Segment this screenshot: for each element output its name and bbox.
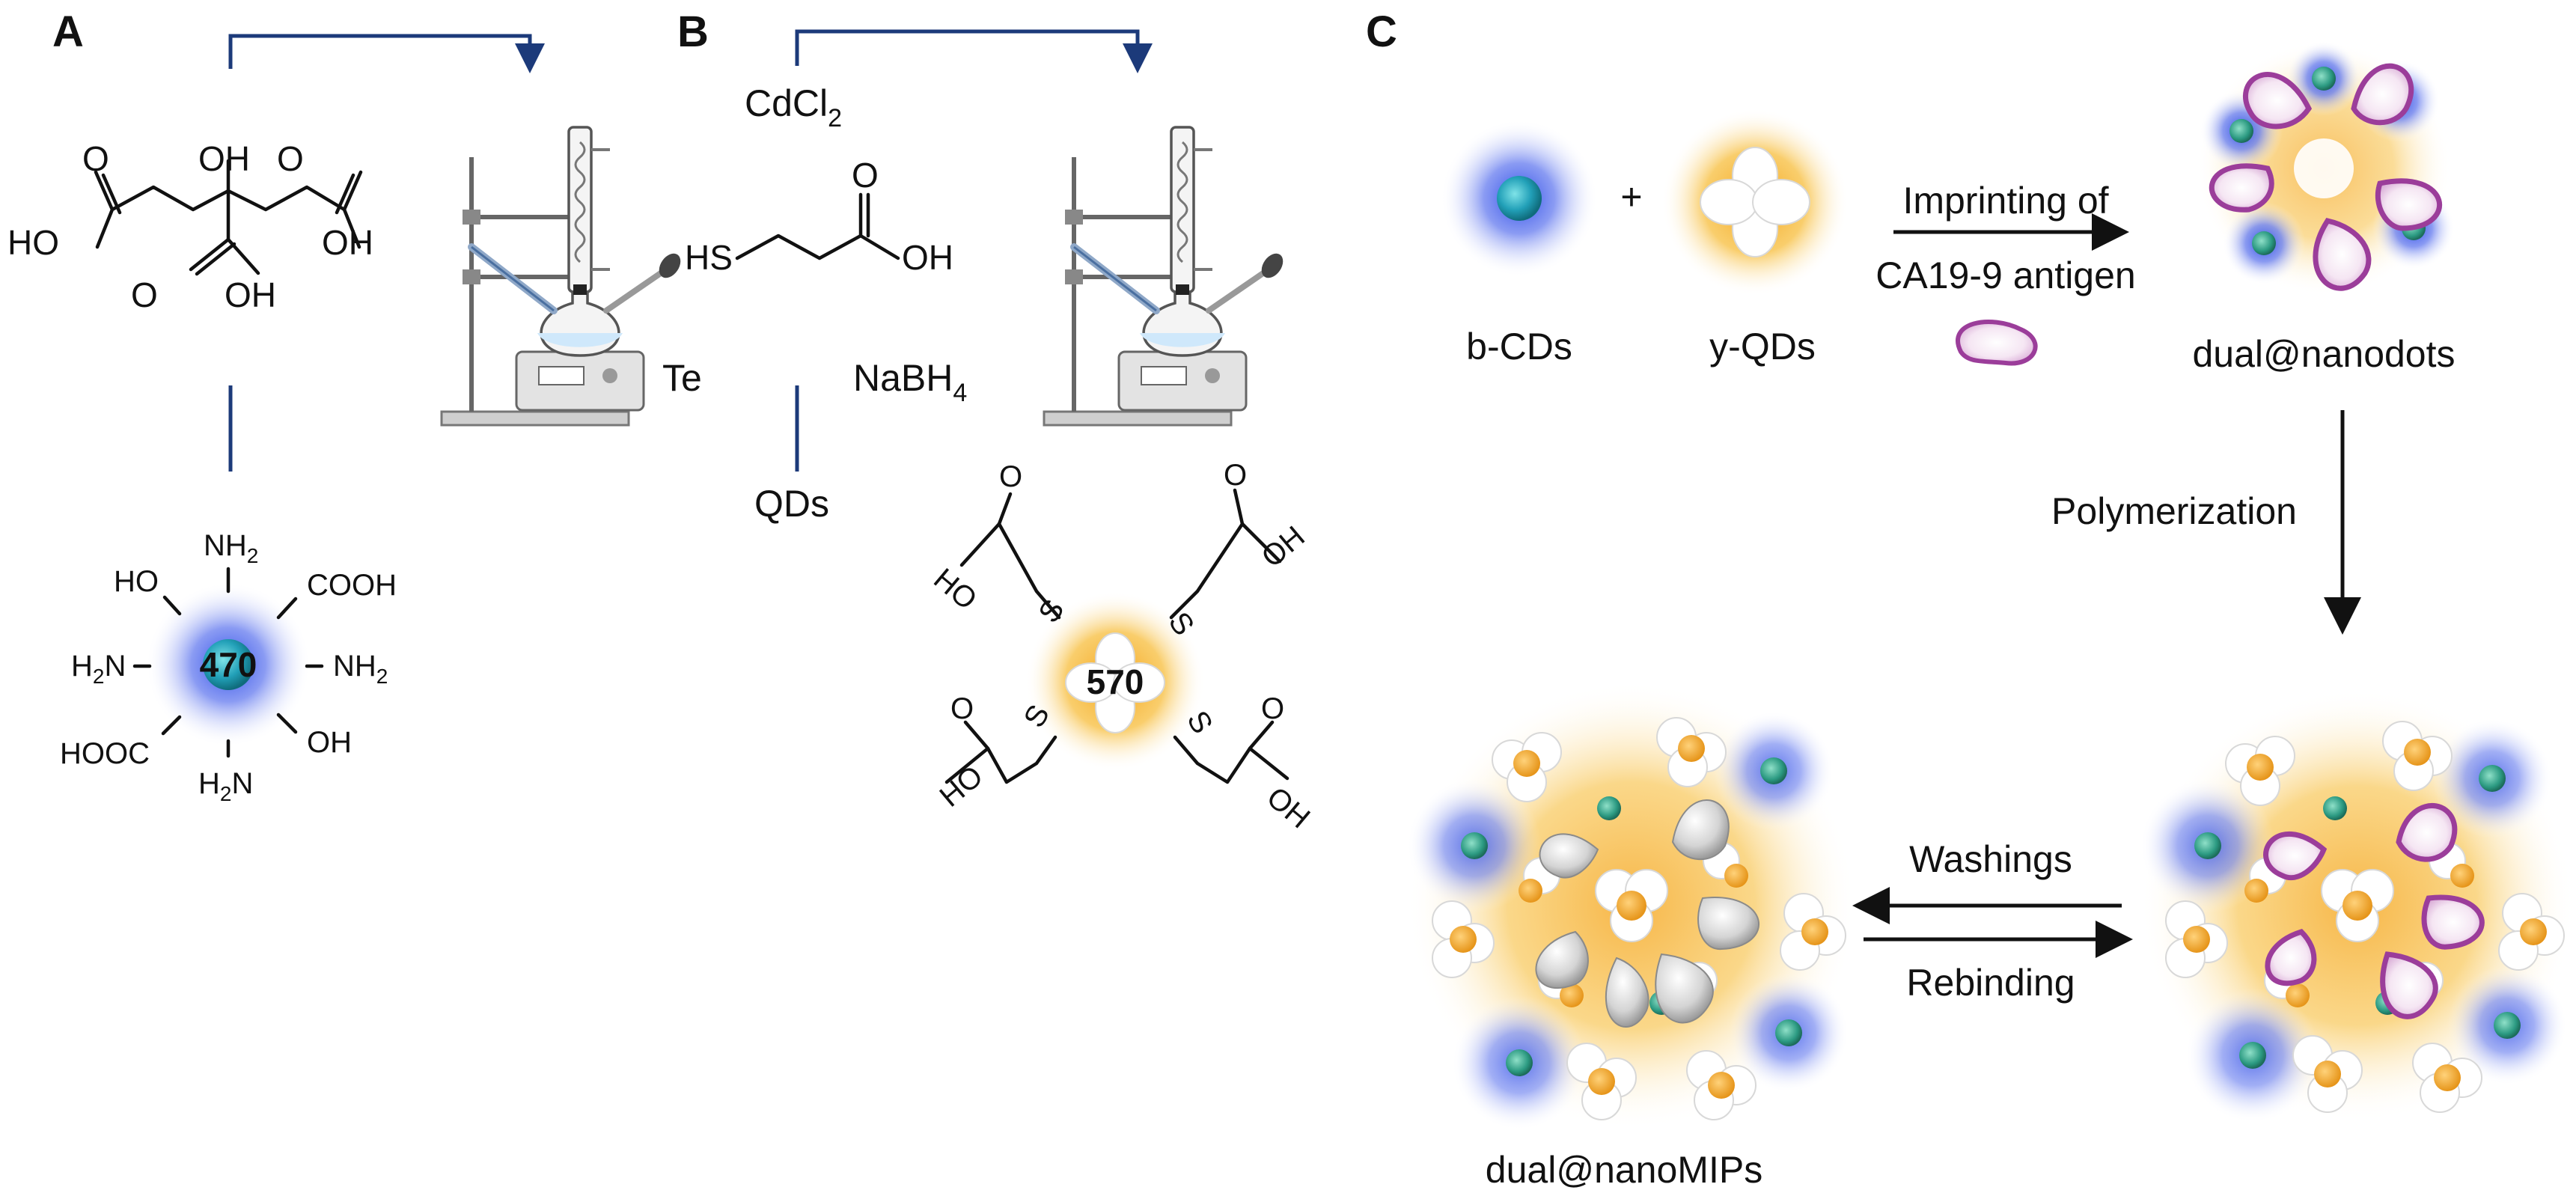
cd-nh2-top: NH xyxy=(204,529,247,562)
carbon-dot-core xyxy=(203,639,254,690)
panel-c-letter: C xyxy=(1366,7,1397,56)
qd-core-label: 570 xyxy=(1087,662,1144,701)
nabh4-label: NaBH4 xyxy=(853,357,967,407)
dual-nanodots-label: dual@nanodots xyxy=(2192,333,2455,375)
qd-core-shape xyxy=(1065,632,1165,733)
dual-nanodots-particle xyxy=(2197,41,2455,296)
panel-a-letter: A xyxy=(52,7,84,56)
cd-hooc-bl: HOOC xyxy=(60,737,150,770)
panel-b-letter: B xyxy=(677,7,709,56)
svg-text:NH2: NH2 xyxy=(204,529,258,567)
antigen-templates xyxy=(2263,802,2485,1019)
quantum-dot-570: 570 S S S S HO O OH O HO O OH O xyxy=(927,459,1316,835)
citric-o-left: O xyxy=(82,139,109,178)
svg-text:H2N: H2N xyxy=(198,767,253,805)
te-label: Te xyxy=(662,357,702,399)
citric-oh-right: OH xyxy=(322,223,373,262)
citric-o-bottom: O xyxy=(131,275,158,314)
b-cd-particle xyxy=(1441,120,1598,277)
cd-h2n-bottom-n: N xyxy=(231,767,253,800)
imprinting-label-line2: CA19-9 antigen xyxy=(1875,254,2135,296)
cd-nh2-right: NH xyxy=(333,650,376,683)
cd-h2n-left-h: H xyxy=(71,650,93,683)
cdcl2-sub: 2 xyxy=(828,104,842,132)
cd-ho-tl: HO xyxy=(114,565,159,598)
dual-nanomips-particle xyxy=(1407,681,1856,1130)
rebinding-label: Rebinding xyxy=(1906,962,2075,1004)
y-qds-label: y-QDs xyxy=(1709,326,1816,367)
y-qd-particle xyxy=(1661,109,1849,296)
citric-acid-structure: OH O HO O OH O OH xyxy=(7,139,373,314)
cdcl2-main: CdCl xyxy=(745,82,828,124)
qd-ho-tl: HO xyxy=(927,562,983,616)
cd-nh2-top-sub: 2 xyxy=(247,544,259,567)
panel-a-bracket-arrow xyxy=(228,34,545,73)
b-cd-core xyxy=(1497,176,1542,221)
cd-h2n-bottom-sub: 2 xyxy=(220,782,232,805)
nabh4-sub: 4 xyxy=(953,379,967,407)
citric-o-right: O xyxy=(277,139,304,178)
mpa-structure: HS O OH xyxy=(685,156,953,277)
qd-oh-br: OH xyxy=(1260,781,1316,835)
imprinted-particle-with-antigen xyxy=(2140,689,2575,1123)
nabh4-main: NaBH xyxy=(853,357,953,399)
citric-ho-left: HO xyxy=(7,223,59,262)
qd-ho-bl: HO xyxy=(934,760,989,814)
cd-oh-br: OH xyxy=(307,726,352,759)
plus-sign: + xyxy=(1620,176,1642,218)
cd-h2n-left-sub: 2 xyxy=(93,665,105,688)
svg-text:H2N: H2N xyxy=(71,650,126,688)
svg-text:NH2: NH2 xyxy=(333,650,388,688)
dual-nanomips-label: dual@nanoMIPs xyxy=(1486,1149,1762,1191)
cdcl2-label: CdCl2 xyxy=(745,82,842,132)
empty-cavities xyxy=(1535,799,1760,1028)
citric-oh-top: OH xyxy=(198,139,250,178)
reflux-apparatus-a-icon xyxy=(442,127,685,425)
mpa-hs: HS xyxy=(685,238,733,277)
qd-o-bl: O xyxy=(950,692,974,725)
qd-o-br: O xyxy=(1261,692,1284,725)
washings-label: Washings xyxy=(1909,838,2072,880)
imprinting-label-line1: Imprinting of xyxy=(1902,180,2108,222)
polymerization-label: Polymerization xyxy=(2051,490,2297,532)
qd-o-tr: O xyxy=(1224,459,1247,492)
cd-cooh-tr: COOH xyxy=(307,569,397,602)
panel-b-bracket-arrow xyxy=(795,29,1153,73)
mpa-oh: OH xyxy=(902,238,953,277)
cd-nh2-right-sub: 2 xyxy=(376,665,388,688)
b-cds-label: b-CDs xyxy=(1466,326,1572,367)
qds-label: QDs xyxy=(754,483,829,525)
reflux-apparatus-b-icon xyxy=(1044,127,1287,425)
qd-oh-tr: OH xyxy=(1256,520,1311,574)
cd-h2n-left-n: N xyxy=(104,650,126,683)
carbon-dot-label: 470 xyxy=(200,645,257,684)
qd-o-tl: O xyxy=(999,460,1022,493)
antigen-icon xyxy=(1956,320,2038,366)
cd-h2n-bottom-h: H xyxy=(198,767,220,800)
citric-oh-bottom: OH xyxy=(225,275,276,314)
carbon-dot-470: 470 NH2 HO COOH H2N NH2 HOOC OH H2N xyxy=(60,529,397,805)
mpa-o: O xyxy=(852,156,879,195)
